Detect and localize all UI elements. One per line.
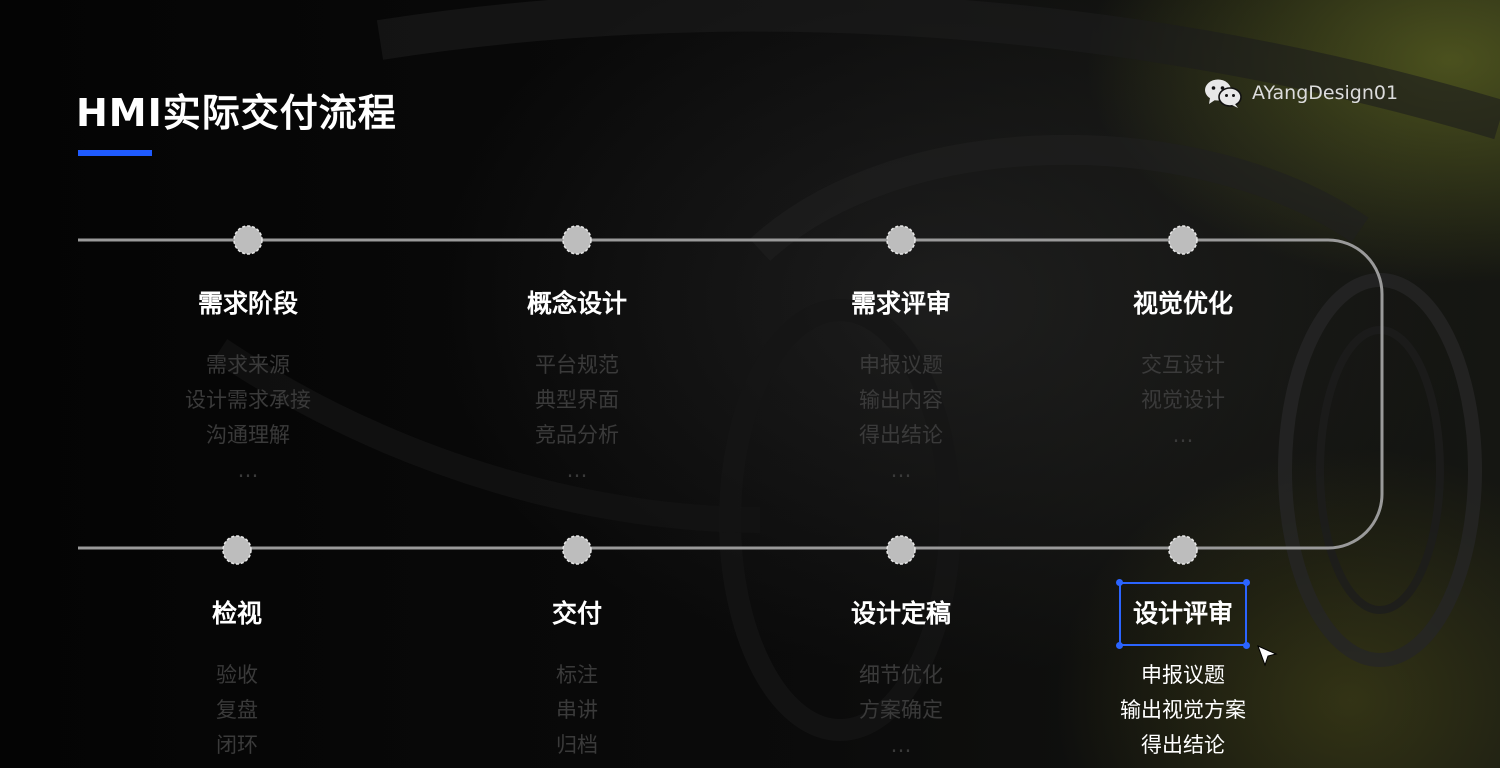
page-title: HMI实际交付流程 (76, 91, 397, 135)
resize-handle[interactable] (1243, 642, 1250, 649)
stage-item: … (890, 733, 912, 757)
stage-item: … (890, 458, 912, 482)
stage-item: 串讲 (556, 698, 598, 722)
stage-item: 申报议题 (859, 353, 943, 377)
stage-title: 需求评审 (850, 289, 951, 318)
stage-item: 竞品分析 (535, 423, 619, 447)
title-underline (78, 150, 152, 156)
stage-items: 申报议题输出视觉方案得出结论 (1033, 658, 1333, 763)
stage-title: 概念设计 (526, 289, 627, 318)
selected-stage-title[interactable]: 设计评审 (1115, 579, 1250, 649)
timeline-node (562, 535, 592, 565)
stage-items: 验收复盘闭环 (87, 658, 387, 763)
timeline-node (886, 225, 916, 255)
timeline-node (562, 225, 592, 255)
stage-item: … (237, 458, 259, 482)
stage-item: 得出结论 (859, 423, 943, 447)
resize-handle[interactable] (1243, 579, 1250, 586)
stage-4: 视觉优化交互设计视觉设计 … (1033, 286, 1333, 453)
stage-6: 交付标注串讲归档 (427, 596, 727, 763)
timeline-track (78, 238, 1384, 550)
stage-item: 平台规范 (535, 353, 619, 377)
stage-7: 设计定稿细节优化方案确定 … (751, 596, 1051, 763)
stage-5: 检视验收复盘闭环 (87, 596, 387, 763)
stage-2: 概念设计平台规范典型界面竞品分析 … (427, 286, 727, 488)
timeline-node (222, 535, 252, 565)
stage-title: 需求阶段 (197, 289, 298, 318)
stage-1: 需求阶段需求来源设计需求承接沟通理解 … (98, 286, 398, 488)
stage-item: 得出结论 (1141, 733, 1225, 757)
stage-item: 沟通理解 (206, 423, 290, 447)
stage-item: 标注 (556, 663, 598, 687)
stage-title: 设计定稿 (850, 599, 951, 628)
stage-item: 申报议题 (1141, 663, 1225, 687)
stage-item: 交互设计 (1141, 353, 1225, 377)
resize-handle[interactable] (1115, 642, 1123, 649)
mouse-cursor-icon (1257, 645, 1278, 667)
selection-box[interactable] (1115, 579, 1250, 649)
stage-items: 标注串讲归档 (427, 658, 727, 763)
timeline-node (1168, 225, 1198, 255)
stage-item: 视觉设计 (1141, 388, 1225, 412)
stage-item: … (566, 458, 588, 482)
timeline-nodes (222, 225, 1198, 565)
stage-item: 归档 (556, 733, 598, 757)
brand-account: AYangDesign01 (1252, 82, 1399, 104)
stage-3: 需求评审申报议题输出内容得出结论 … (751, 286, 1051, 488)
stage-items: 交互设计视觉设计 … (1033, 348, 1333, 453)
stage-item: 验收 (216, 663, 258, 687)
stage-title: 检视 (211, 599, 262, 628)
stage-title: 设计评审 (1132, 599, 1233, 628)
stage-item: 复盘 (216, 698, 258, 722)
stage-items: 细节优化方案确定 … (751, 658, 1051, 763)
stage-item: … (1172, 423, 1194, 447)
stage-title: 视觉优化 (1132, 289, 1233, 318)
stage-items: 申报议题输出内容得出结论 … (751, 348, 1051, 488)
stage-item: 需求来源 (206, 353, 290, 377)
stage-item: 典型界面 (535, 388, 619, 412)
wechat-icon (1205, 79, 1242, 108)
timeline-node (233, 225, 263, 255)
brand-watermark: AYangDesign01 (1204, 78, 1398, 108)
stage-items: 需求来源设计需求承接沟通理解 … (98, 348, 398, 488)
stage-item: 输出内容 (859, 388, 943, 412)
stage-item: 方案确定 (859, 698, 943, 722)
timeline-node (886, 535, 916, 565)
stage-item: 设计需求承接 (185, 388, 311, 412)
timeline-node (1168, 535, 1198, 565)
stage-8: 设计评审申报议题输出视觉方案得出结论 (1033, 579, 1333, 763)
stage-item: 输出视觉方案 (1120, 698, 1246, 722)
stage-title: 交付 (551, 599, 602, 628)
resize-handle[interactable] (1115, 579, 1123, 586)
stage-item: 闭环 (216, 733, 258, 757)
stage-items: 平台规范典型界面竞品分析 … (427, 348, 727, 488)
stage-item: 细节优化 (859, 663, 943, 687)
